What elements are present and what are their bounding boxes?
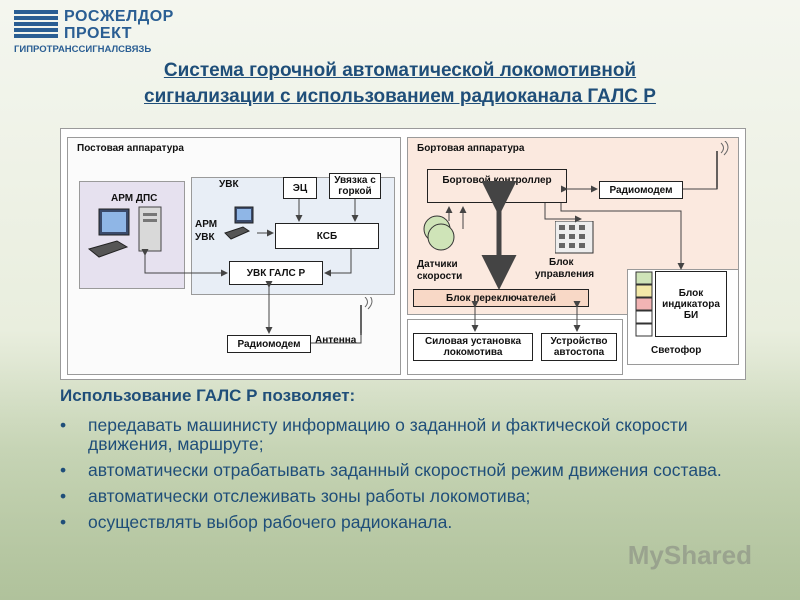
speed-sensor-icon [423,215,455,251]
slide-title: Система горочной автоматической локомоти… [60,58,740,110]
onboard-section-label: Бортовая аппаратура [417,143,525,154]
speed-sensors-label-1: Датчики [417,259,458,270]
ec-box: ЭЦ [283,177,317,199]
control-keypad-icon [555,221,594,254]
background-fade [0,360,800,600]
power-unit-line-1: Силовая установка [424,336,522,347]
indicator-line-2: индикатора [662,298,720,310]
hump-link-line-2: горкой [338,186,372,197]
indicator-line-1: Блок [678,287,704,299]
uvk-label: УВК [219,179,239,190]
logo-line-3: ГИПРОТРАНССИГНАЛСВЯЗЬ [14,44,152,55]
workstation-icon [224,206,254,240]
hump-link-box: Увязка с горкой [329,173,381,199]
post-section-label: Постовая аппаратура [77,143,184,154]
connectors [141,181,718,344]
watermark: MyShared [627,540,752,570]
system-diagram: Постовая аппаратура АРМ ДПС УВК АРМ УВК … [60,128,746,380]
arm-dps-label: АРМ ДПС [111,193,158,204]
arm-uvk-label-1: АРМ [195,219,218,230]
list-item: •осуществлять выбор рабочего радиоканала… [60,512,453,532]
workstation-icon [87,206,162,258]
onboard-controller-line-1: Бортовой контроллер [442,175,552,186]
ksb-box: КСБ [275,223,379,249]
control-block-label-1: Блок [549,257,574,268]
onboard-radiomodem-box: Радиомодем [599,181,683,199]
list-item: •автоматически отслеживать зоны работы л… [60,486,531,506]
power-unit-box: Силовая установка локомотива [413,333,533,361]
list-item: •передавать машинисту информацию о задан… [60,415,688,454]
list-item: •автоматически отрабатывать заданный ско… [60,460,722,480]
antenna-icon [360,297,373,335]
power-unit-line-2: локомотива [443,347,503,358]
indicator-line-3: БИ [683,309,699,321]
logo-line-2: ПРОЕКТ [64,25,133,42]
arm-uvk-label-2: УВК [195,232,215,243]
speed-sensors-label-2: скорости [417,271,463,282]
logo-mark-icon [14,10,58,38]
logo-line-1: РОСЖЕЛДОР [64,8,174,25]
logo: РОСЖЕЛДОР ПРОЕКТ ГИПРОТРАНССИГНАЛСВЯЗЬ [14,8,184,56]
antenna-icon [716,141,729,189]
autostop-line-2: автостопа [553,347,605,358]
slide-title-line-1: Система горочной автоматической локомоти… [163,60,637,81]
hump-link-line-1: Увязка с [334,175,376,186]
control-block-label-2: управления [535,269,595,280]
slide-title-line-2: сигнализации с использованием радиоканал… [144,86,656,107]
autostop-line-1: Устройство [550,336,608,347]
uses-title: Использование ГАЛС Р позволяет: [60,386,356,405]
autostop-box: Устройство автостопа [541,333,617,361]
signal-light-icon [635,271,653,337]
post-radiomodem-box: Радиомодем [227,335,311,353]
uvk-gals-box: УВК ГАЛС Р [229,261,323,285]
antenna-label: Антенна [315,335,357,346]
svetofor-label: Светофор [651,345,702,356]
uses-list: •передавать машинисту информацию о задан… [56,416,756,539]
indicator-block-box: Блок индикатора БИ [655,271,727,337]
